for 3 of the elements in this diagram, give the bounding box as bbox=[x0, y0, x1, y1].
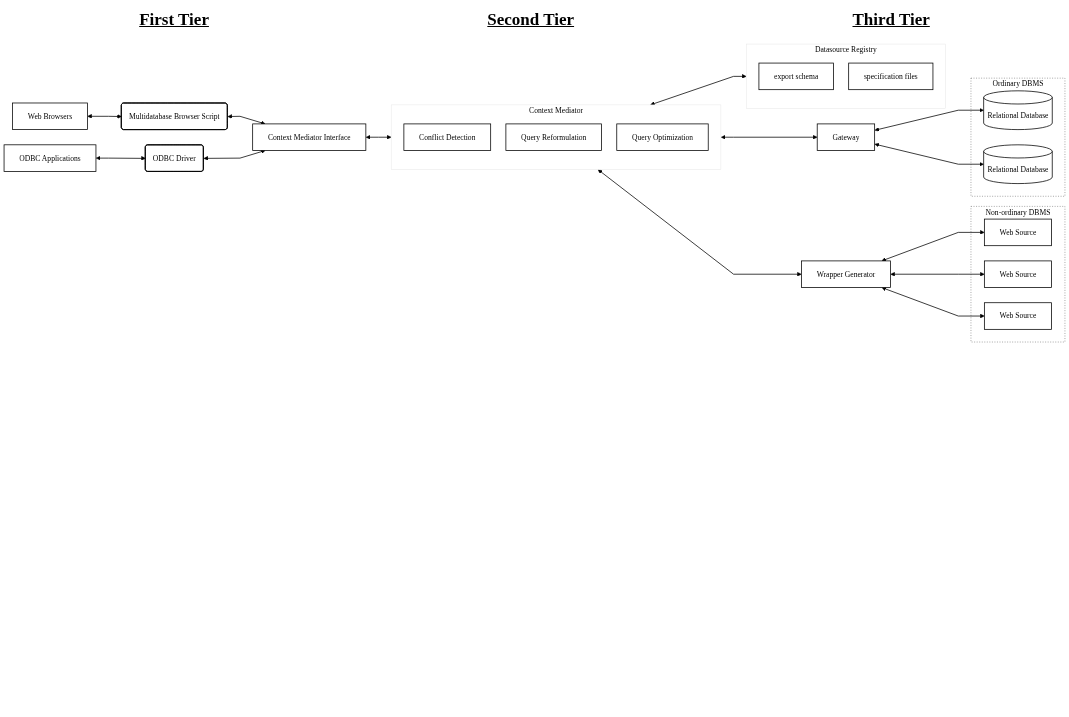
tier-heading: Second Tier bbox=[487, 10, 575, 30]
tier-heading: First Tier bbox=[139, 10, 209, 30]
tier-heading: Third Tier bbox=[852, 10, 930, 30]
